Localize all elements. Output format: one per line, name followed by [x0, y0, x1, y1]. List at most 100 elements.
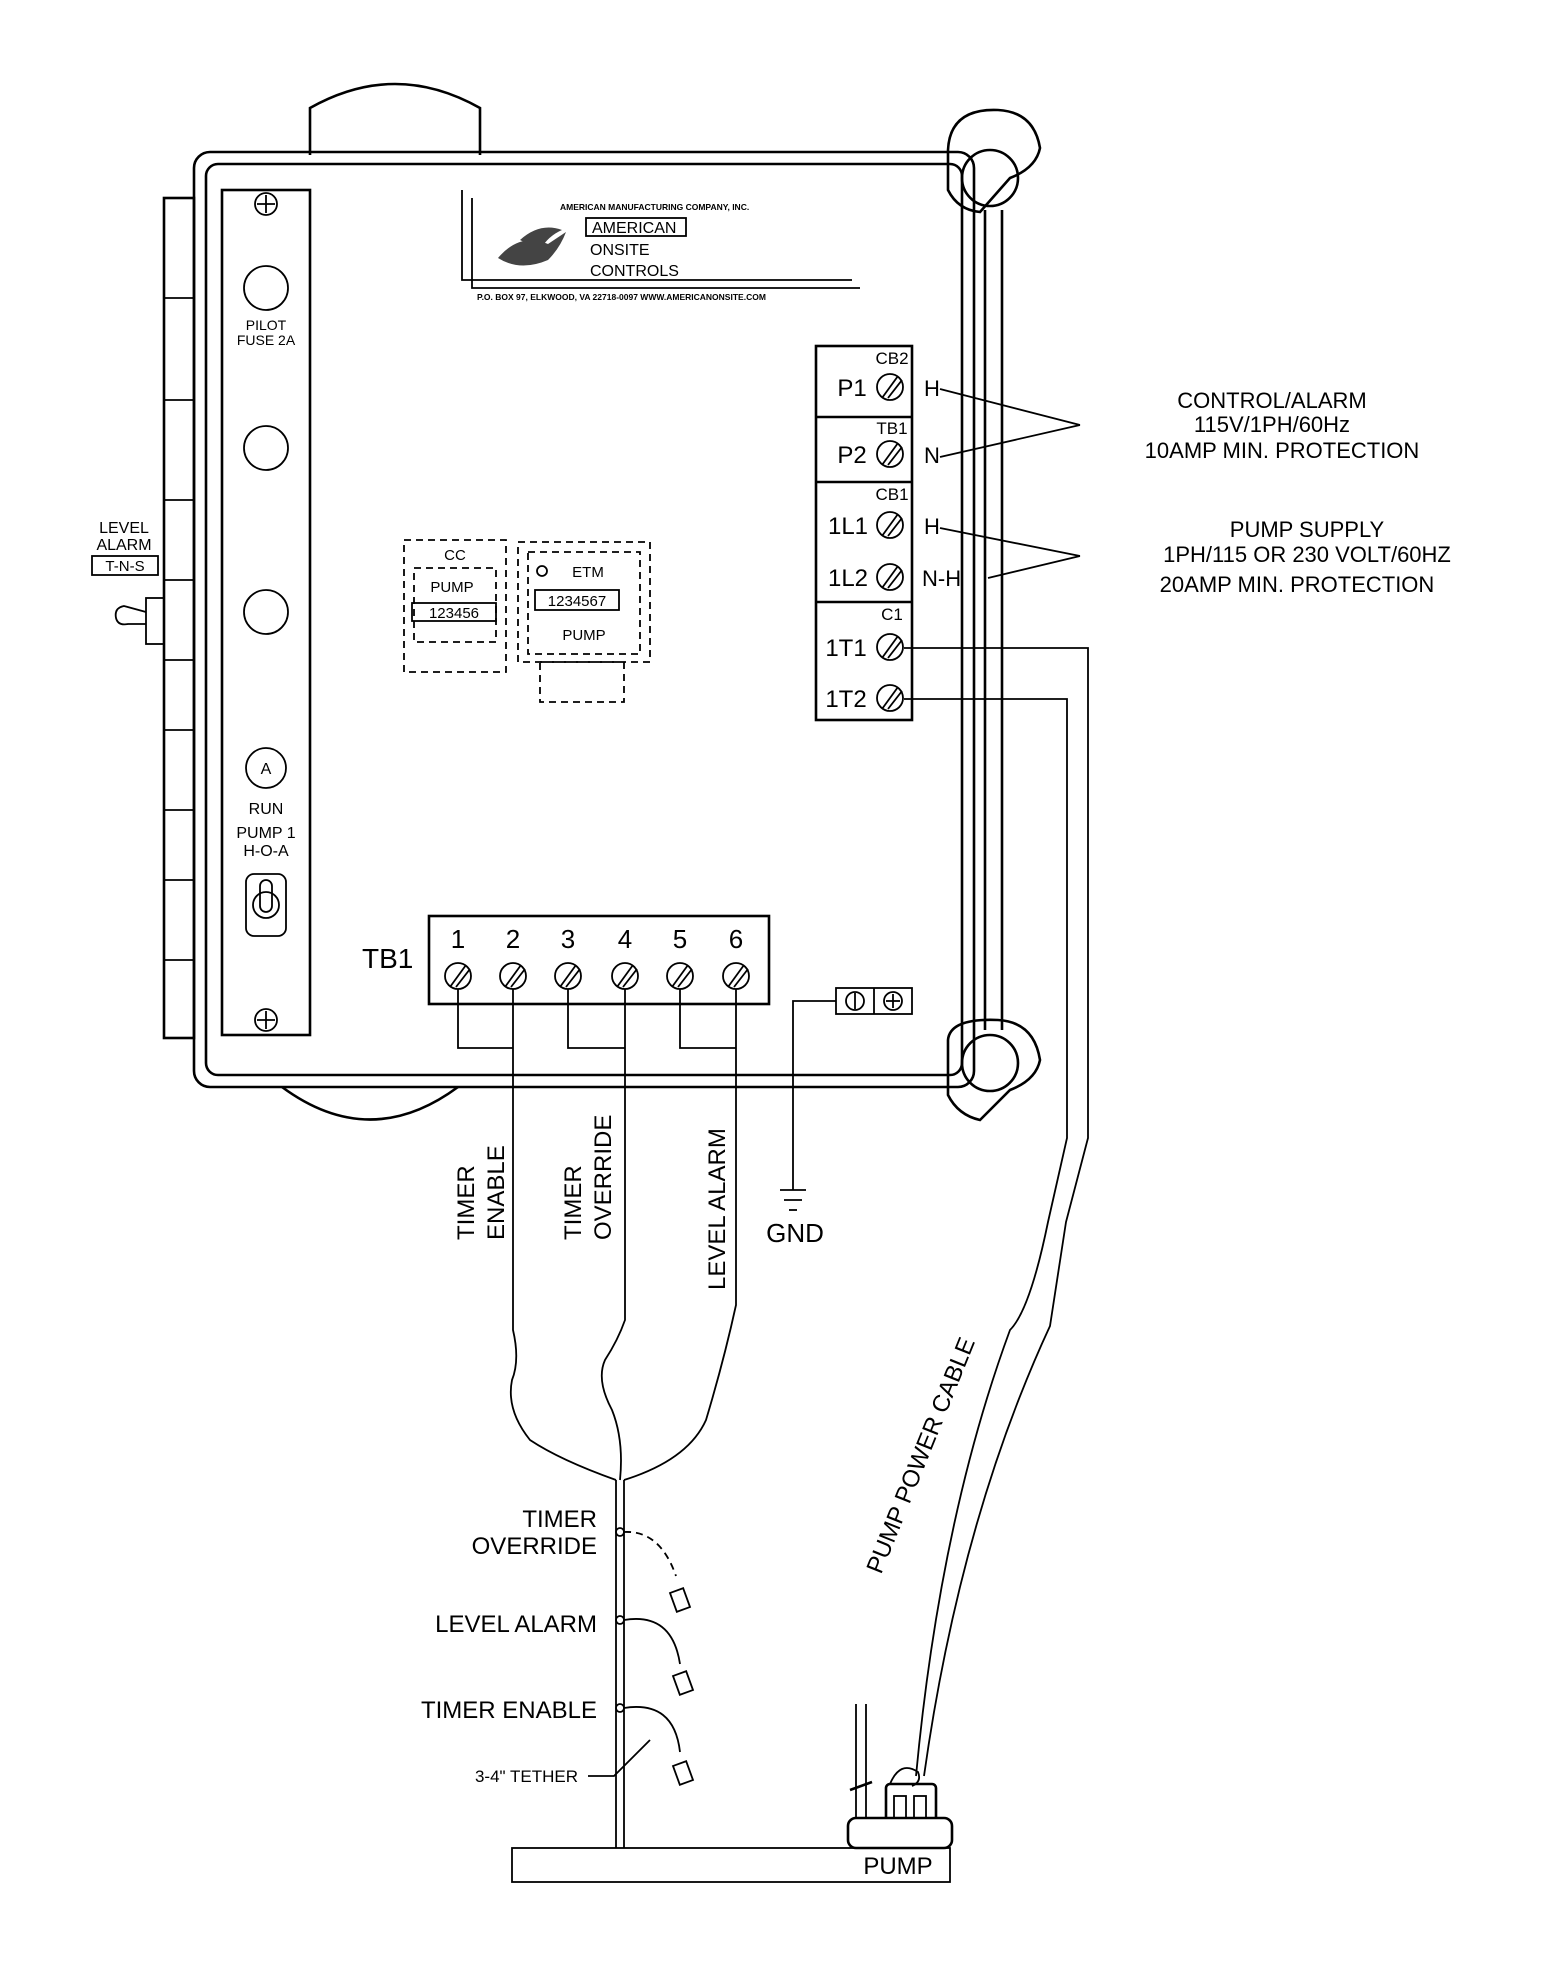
p1-label: P1 — [837, 375, 866, 402]
float-tree-pipe — [615, 1480, 625, 1848]
level-alarm-wire-label: LEVEL ALARM — [704, 1128, 731, 1290]
float-label-timer-enable: TIMER ENABLE — [421, 1697, 597, 1724]
ground-wire — [792, 1000, 836, 1190]
pump-supply-note-1: PUMP SUPPLY — [1230, 517, 1385, 542]
logo-company-name: AMERICAN MANUFACTURING COMPANY, INC. — [560, 202, 749, 212]
cc-counter-value: 123456 — [429, 605, 479, 622]
l1-label: 1L1 — [828, 513, 868, 540]
t2-label: 1T2 — [825, 686, 866, 713]
enclosure-bottom-dome — [281, 1085, 459, 1121]
pump-supply-note-2: 1PH/115 OR 230 VOLT/60HZ — [1163, 542, 1451, 567]
pump-supply-leaders — [939, 527, 1081, 579]
tether-label: 3-4" TETHER — [475, 1767, 578, 1786]
l2-nh-label: N-H — [922, 566, 961, 591]
run-light-icon — [245, 747, 287, 789]
enclosure-hinge — [162, 196, 196, 1040]
etm-counter-value: 1234567 — [548, 593, 606, 610]
c1-label: C1 — [881, 605, 903, 624]
level-alarm-switch-label-2: ALARM — [96, 537, 151, 554]
pump-switch-label-2: H-O-A — [243, 843, 289, 860]
timer-enable-float-icon — [615, 1703, 695, 1786]
l2-label: 1L2 — [828, 565, 868, 592]
bottom-screw-icon — [254, 1008, 278, 1032]
level-alarm-switch-mode-box — [91, 555, 159, 576]
tb1-terminal-strip — [427, 914, 771, 1006]
level-alarm-switch-label-1: LEVEL — [99, 520, 149, 537]
enclosure-top-dome — [308, 82, 482, 155]
pump-supply-note-3: 20AMP MIN. PROTECTION — [1160, 572, 1435, 597]
t1-label: 1T1 — [825, 635, 866, 662]
pump-power-cable-wires — [904, 647, 1089, 1777]
timer-override-wire-label-2: OVERRIDE — [590, 1115, 617, 1240]
level-alarm-toggle-icon[interactable] — [114, 597, 165, 645]
etm-corner-label: ETM — [572, 564, 604, 581]
inner-control-panel — [220, 188, 312, 1037]
tb1-terminal-number: 3 — [561, 924, 575, 954]
timer-enable-wire-label-2: ENABLE — [483, 1145, 510, 1240]
ground-symbol-icon — [780, 1189, 806, 1211]
p1-h-label: H — [924, 376, 940, 401]
l1-h-label: H — [924, 514, 940, 539]
mounting-lug-bottom — [946, 1018, 1042, 1122]
ground-terminal — [835, 987, 913, 1015]
float-label-level-alarm: LEVEL ALARM — [435, 1611, 597, 1638]
logo-line-american: AMERICAN — [592, 220, 676, 237]
pilot-fuse-label-2: FUSE 2A — [237, 332, 296, 348]
cc-pump-label: PUMP — [430, 579, 473, 596]
hoa-toggle-switch-icon[interactable] — [245, 873, 287, 937]
tank-base — [511, 1847, 951, 1883]
cc-corner-label: CC — [444, 547, 466, 564]
cc-cycle-counter — [403, 539, 507, 673]
float-label-timer-override-1: TIMER — [522, 1506, 597, 1533]
tb1-terminal-number: 5 — [673, 924, 687, 954]
top-screw-icon — [254, 192, 278, 216]
control-alarm-note-1: CONTROL/ALARM — [1177, 388, 1366, 413]
gnd-label: GND — [766, 1218, 824, 1248]
tb1-small-label: TB1 — [876, 419, 907, 438]
timer-enable-wire-label-1: TIMER — [453, 1165, 480, 1240]
level-alarm-switch-modes: T-N-S — [105, 558, 144, 575]
tb1-terminal-number: 1 — [451, 924, 465, 954]
pump-label: PUMP — [863, 1853, 932, 1880]
tb1-terminal-number: 6 — [729, 924, 743, 954]
panel-knockout-icon — [243, 425, 289, 471]
timer-override-wire-label-1: TIMER — [560, 1165, 587, 1240]
pump-power-cable-label: PUMP POWER CABLE — [862, 1334, 981, 1577]
cb1-label: CB1 — [875, 485, 908, 504]
run-light-letter: A — [261, 761, 272, 778]
run-label: RUN — [249, 801, 284, 818]
tb1-jumpers — [457, 989, 736, 1049]
tb1-strip-label: TB1 — [362, 943, 413, 974]
panel-knockout-icon — [243, 589, 289, 635]
float-label-timer-override-2: OVERRIDE — [472, 1533, 597, 1560]
pilot-fuse-label-1: PILOT — [246, 317, 287, 333]
tb1-screw-icon — [444, 962, 750, 990]
etm-elapsed-time-meter — [517, 541, 651, 703]
timer-override-float-icon — [615, 1527, 692, 1613]
tb1-terminal-number: 4 — [618, 924, 632, 954]
float-switch-wires — [509, 989, 737, 1481]
eagle-logo-icon — [498, 227, 566, 266]
pump-switch-label-1: PUMP 1 — [236, 825, 295, 842]
level-alarm-float-icon — [615, 1615, 695, 1696]
tb1-terminal-number: 2 — [506, 924, 520, 954]
etm-pump-label: PUMP — [562, 627, 605, 644]
control-alarm-note-3: 10AMP MIN. PROTECTION — [1145, 438, 1420, 463]
terminal-screw-icon — [876, 373, 904, 712]
pilot-fuse-holder-icon[interactable] — [243, 265, 289, 311]
logo-line-controls: CONTROLS — [590, 263, 679, 280]
logo-address: P.O. BOX 97, ELKWOOD, VA 22718-0097 WWW.… — [477, 292, 766, 302]
pump-icon — [846, 1704, 954, 1850]
control-alarm-note-2: 115V/1PH/60Hz — [1194, 412, 1350, 437]
p2-label: P2 — [837, 442, 866, 469]
right-terminal-block — [814, 344, 914, 722]
logo-line-onsite: ONSITE — [590, 242, 650, 259]
tether-leader — [588, 1739, 651, 1777]
right-conduit-rails — [983, 210, 1004, 1030]
control-alarm-leaders — [939, 388, 1081, 458]
enclosure-body — [192, 150, 976, 1089]
mounting-lug-top — [946, 108, 1042, 214]
cb2-label: CB2 — [875, 349, 908, 368]
p2-n-label: N — [924, 443, 940, 468]
